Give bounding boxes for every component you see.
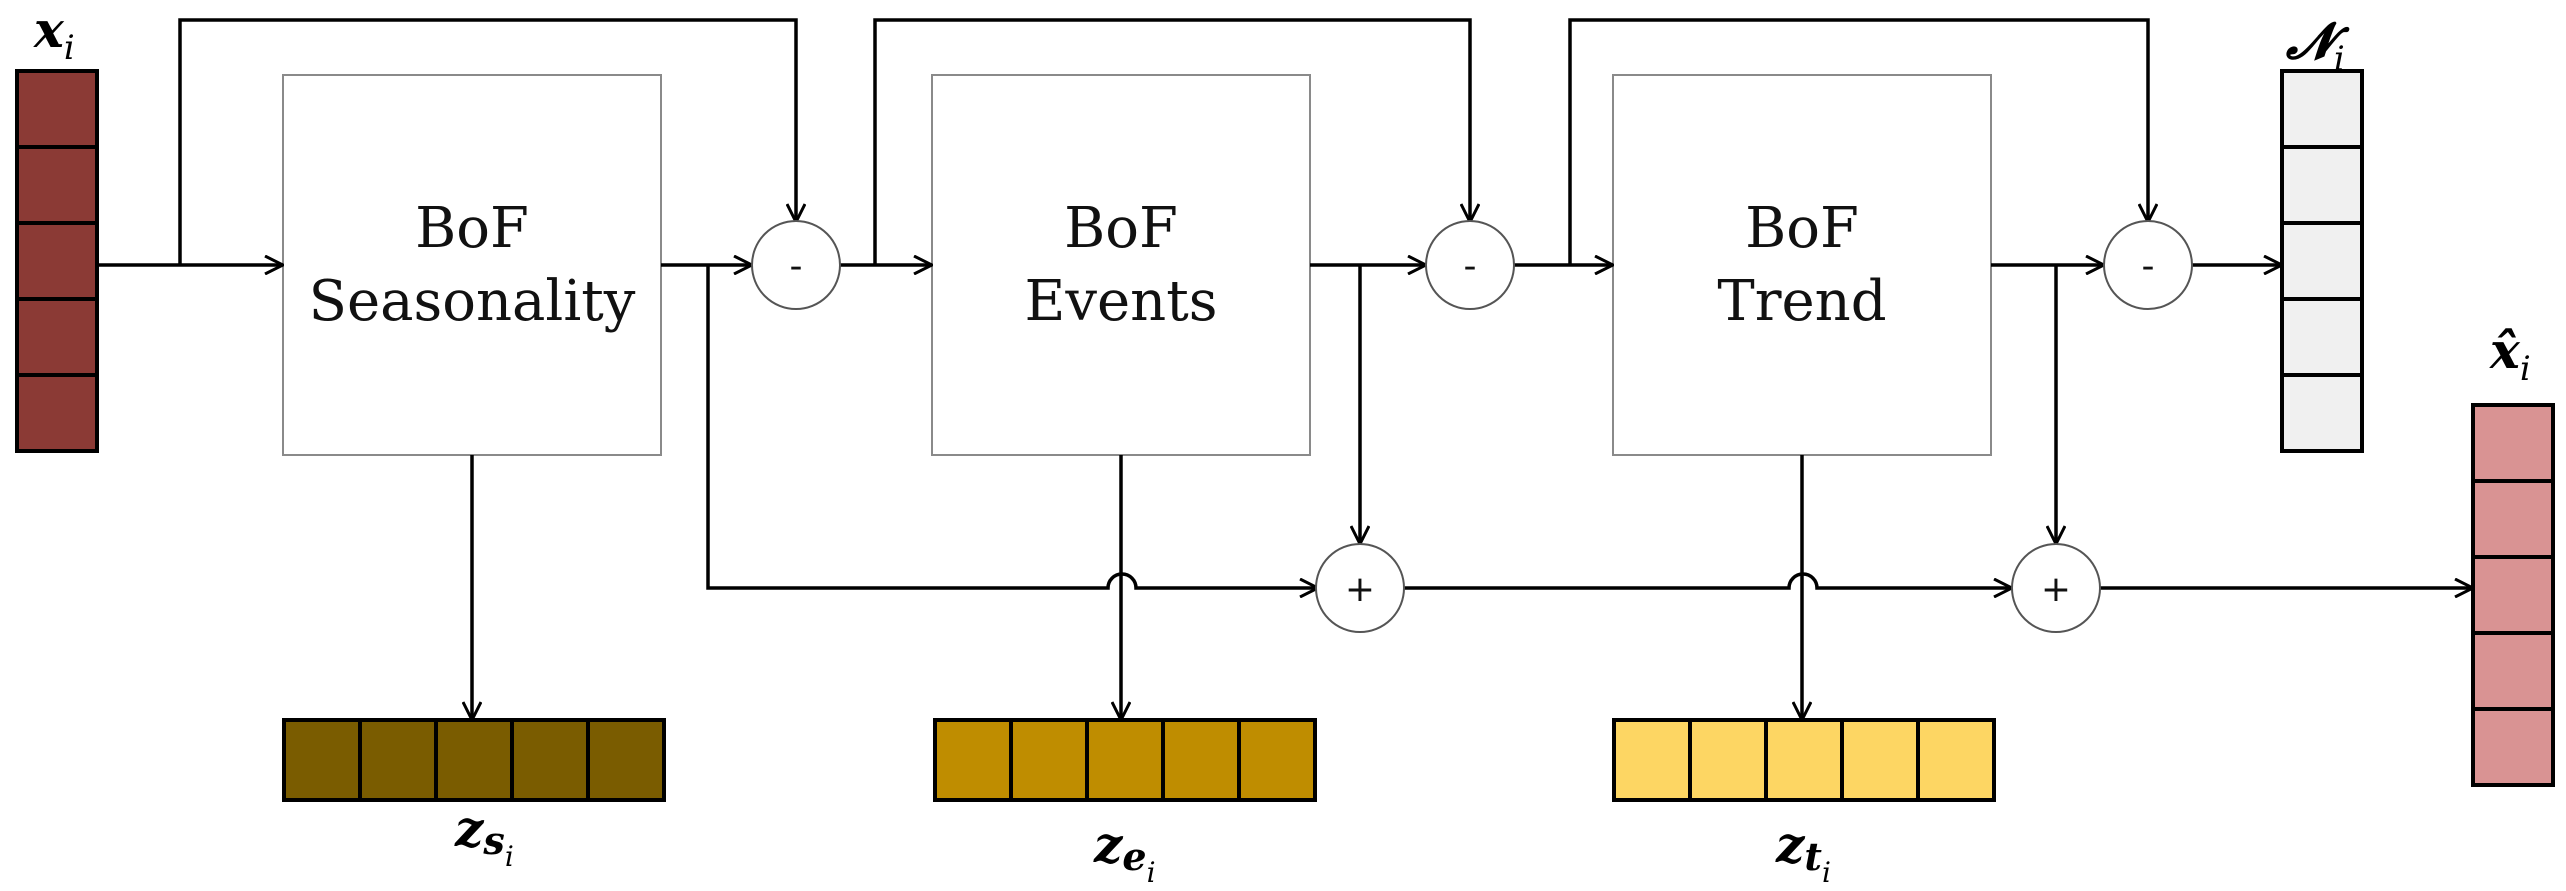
vector-cell xyxy=(15,69,99,149)
arrow-plus1-to-plus2 xyxy=(1404,572,2012,588)
bof-events-block: BoF Events xyxy=(931,74,1311,456)
vector-cell xyxy=(15,221,99,301)
vector-cell xyxy=(1237,718,1317,802)
plus-sign: + xyxy=(1345,569,1375,610)
vector-cell xyxy=(15,145,99,225)
vector-cell xyxy=(1612,718,1692,802)
vector-cell xyxy=(510,718,590,802)
noise-label: 𝓝i xyxy=(2285,11,2350,79)
vector-cell xyxy=(1840,718,1920,802)
vector-cell xyxy=(933,718,1013,802)
minus-sign: - xyxy=(790,246,803,287)
reconstruction-label: x̂i xyxy=(2489,321,2531,389)
vector-cell xyxy=(2471,403,2555,483)
vector-cell xyxy=(1764,718,1844,802)
vector-cell xyxy=(1688,718,1768,802)
vector-cell xyxy=(434,718,514,802)
bof-events-label-line2: Events xyxy=(1025,269,1218,334)
vector-cell xyxy=(15,297,99,377)
bof-seasonality-block: BoF Seasonality xyxy=(282,74,662,456)
bof-seasonality-label-line1: BoF xyxy=(415,196,529,261)
vector-cell xyxy=(1085,718,1165,802)
arrow-skip-residual2-to-minus3 xyxy=(1568,18,2148,265)
vector-cell xyxy=(2471,631,2555,711)
vector-cell xyxy=(1009,718,1089,802)
seasonality-code-vector xyxy=(282,718,666,802)
trend-code-vector xyxy=(1612,718,1996,802)
bof-trend-label-line2: Trend xyxy=(1717,269,1886,334)
vector-cell xyxy=(586,718,666,802)
vector-cell xyxy=(2280,373,2364,453)
vector-cell xyxy=(2280,69,2364,149)
plus-operator-1: + xyxy=(1315,543,1405,633)
vector-cell xyxy=(15,373,99,453)
events-code-label: zei xyxy=(1093,815,1156,889)
arrow-skip-input-to-minus1 xyxy=(178,18,796,265)
noise-vector xyxy=(2280,69,2364,453)
input-label: xi xyxy=(33,0,75,68)
arrow-skip-residual1-to-minus2 xyxy=(873,18,1470,265)
seasonality-code-label: zsi xyxy=(454,799,514,873)
vector-cell xyxy=(358,718,438,802)
minus-operator-2: - xyxy=(1425,220,1515,310)
vector-cell xyxy=(2280,145,2364,225)
vector-cell xyxy=(2280,297,2364,377)
vector-cell xyxy=(1916,718,1996,802)
bof-trend-label-line1: BoF xyxy=(1745,196,1859,261)
minus-sign: - xyxy=(2142,246,2155,287)
bof-trend-block: BoF Trend xyxy=(1612,74,1992,456)
vector-cell xyxy=(282,718,362,802)
events-code-vector xyxy=(933,718,1317,802)
vector-cell xyxy=(1161,718,1241,802)
vector-cell xyxy=(2471,707,2555,787)
minus-sign: - xyxy=(1464,246,1477,287)
plus-operator-2: + xyxy=(2011,543,2101,633)
minus-operator-1: - xyxy=(751,220,841,310)
connections xyxy=(97,18,2473,720)
input-vector xyxy=(15,69,99,453)
bof-seasonality-label-line2: Seasonality xyxy=(309,269,636,334)
vector-cell xyxy=(2471,479,2555,559)
minus-operator-3: - xyxy=(2103,220,2193,310)
reconstruction-vector xyxy=(2471,403,2555,787)
bof-events-label-line1: BoF xyxy=(1064,196,1178,261)
plus-sign: + xyxy=(2041,569,2071,610)
vector-cell xyxy=(2471,555,2555,635)
trend-code-label: zti xyxy=(1775,815,1831,889)
vector-cell xyxy=(2280,221,2364,301)
